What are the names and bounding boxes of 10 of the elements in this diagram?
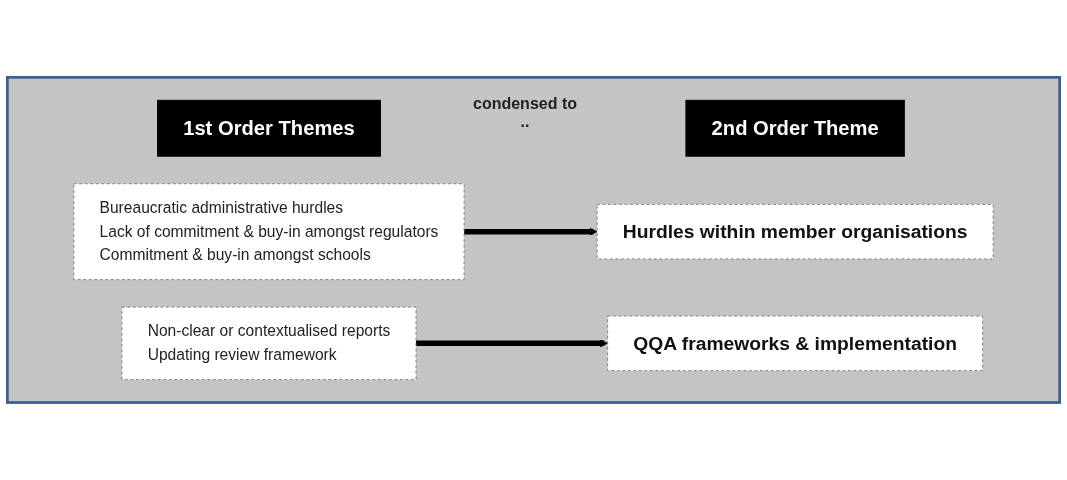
arrow <box>464 227 598 236</box>
node-box: Bureaucratic administrative hurdles Lack of commitment & buy-in amongst regulators Commitment & buy-in amongst schools <box>73 183 465 281</box>
node-box: Hurdles within member organisations <box>596 204 994 260</box>
note-text: condensed to .. <box>472 95 578 131</box>
node-box: 2nd Order Theme <box>685 99 905 157</box>
arrow <box>416 339 608 348</box>
cluster <box>5 76 1062 404</box>
node-box: 1st Order Themes <box>157 99 381 157</box>
node-box: Non-clear or contextualised reports Updating review framework <box>121 306 417 381</box>
node-box: QQA frameworks & implementation <box>607 315 984 372</box>
